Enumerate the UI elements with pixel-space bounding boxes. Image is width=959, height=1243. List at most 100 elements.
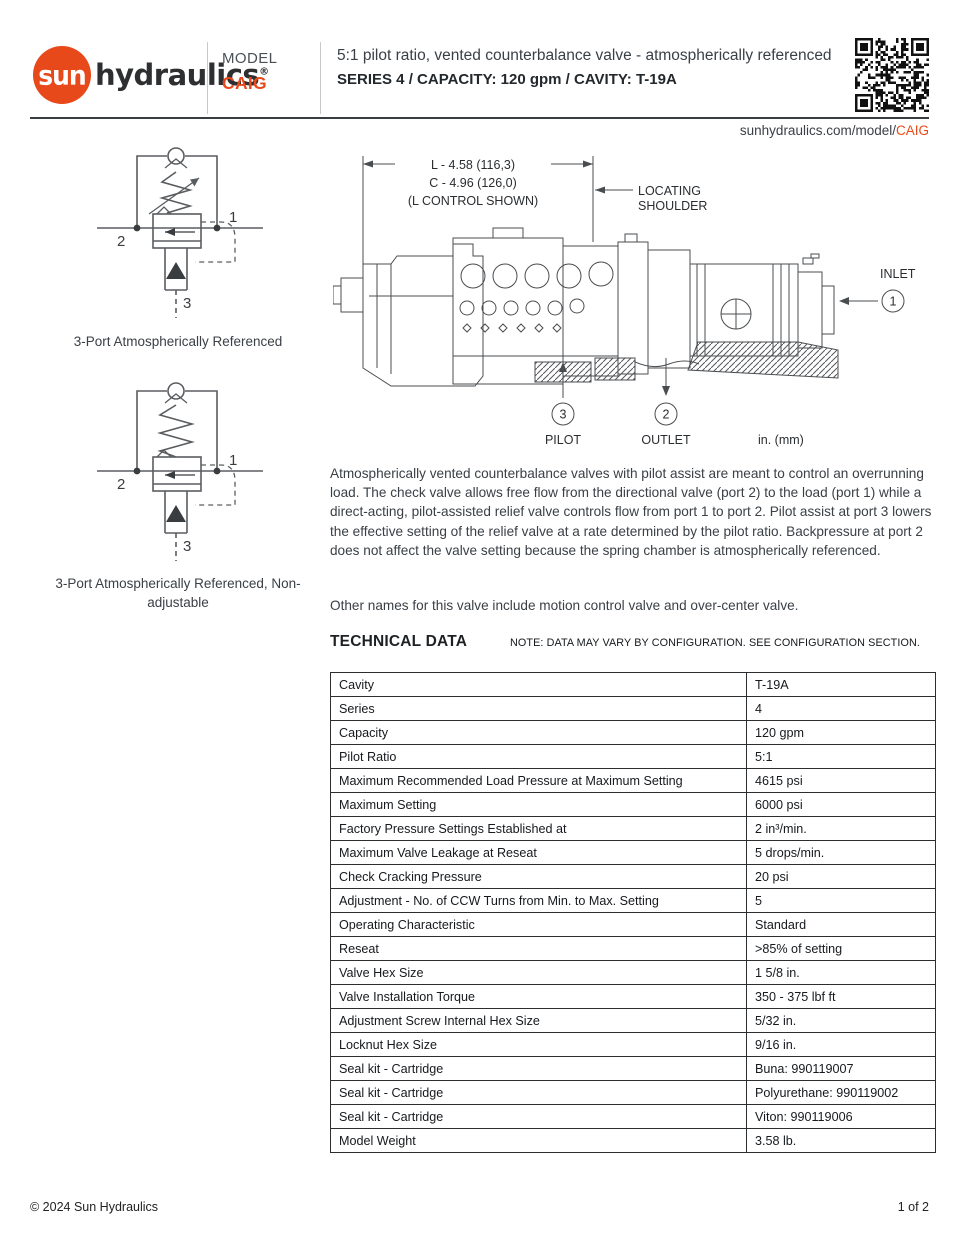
spec-value: 5:1 — [746, 744, 936, 769]
spec-value: 5 drops/min. — [746, 840, 936, 865]
port-1-label: 1 — [229, 209, 237, 226]
model-label: MODEL — [222, 50, 278, 67]
dim-l: L - 4.58 (116,3) — [431, 158, 515, 172]
spec-value: 9/16 in. — [746, 1032, 936, 1057]
copyright: © 2024 Sun Hydraulics — [30, 1200, 159, 1214]
pilot-port-number: 1 — [890, 295, 897, 309]
header-divider-2 — [320, 42, 321, 114]
port-2-label: 2 — [117, 476, 125, 493]
spec-label: Seal kit - Cartridge — [330, 1104, 747, 1129]
inlet-label: INLET — [880, 267, 916, 281]
spec-value: 4 — [746, 696, 936, 721]
spec-value: 350 - 375 lbf ft — [746, 984, 936, 1009]
model-url-link[interactable]: sunhydraulics.com/model/CAIG — [740, 123, 929, 138]
table-row: Reseat>85% of setting — [330, 936, 936, 961]
spec-value: >85% of setting — [746, 936, 936, 961]
qr-modules — [855, 38, 929, 112]
port-3-label: 3 — [183, 295, 191, 312]
schematic-2-caption: 3-Port Atmospherically Referenced, Non- … — [28, 575, 328, 613]
spec-value: 20 psi — [746, 864, 936, 889]
sun-logo-circle-icon: sun — [33, 46, 91, 104]
spec-value: 120 gpm — [746, 720, 936, 745]
spec-label: Adjustment - No. of CCW Turns from Min. … — [330, 888, 747, 913]
model-block: MODEL CAIG — [222, 50, 277, 94]
outlet-port-number: 2 — [663, 408, 670, 422]
page-number: 1 of 2 — [897, 1200, 929, 1214]
registered-mark: ® — [259, 66, 269, 78]
spec-label: Maximum Setting — [330, 792, 747, 817]
spec-label: Adjustment Screw Internal Hex Size — [330, 1008, 747, 1033]
series-capacity-cavity: SERIES 4 / CAPACITY: 120 gpm / CAVITY: T… — [337, 70, 677, 88]
technical-data-heading: TECHNICAL DATA — [330, 633, 468, 650]
spec-label: Locknut Hex Size — [330, 1032, 747, 1057]
other-names-paragraph: Other names for this valve include motio… — [330, 598, 799, 613]
spec-label: Seal kit - Cartridge — [330, 1056, 747, 1081]
pilot-label: PILOT — [545, 433, 581, 447]
spec-value: 1 5/8 in. — [746, 960, 936, 985]
url-prefix: sunhydraulics.com/model/ — [739, 123, 896, 138]
sun-hydraulics-logo: sun hydraulics® — [33, 46, 269, 104]
spec-label: Valve Hex Size — [330, 960, 747, 985]
spec-value: 3.58 lb. — [746, 1128, 936, 1153]
pilot-port-balloon — [551, 402, 575, 426]
spec-label: Operating Characteristic — [330, 912, 747, 937]
spring-icon — [159, 171, 193, 214]
valve-body — [152, 456, 202, 492]
spec-value: 5/32 in. — [746, 1008, 936, 1033]
port-2-label: 2 — [117, 233, 125, 250]
inlet-port-balloon — [881, 289, 905, 313]
valve-body — [152, 213, 202, 249]
schematic-adjustable: 2 1 3 — [45, 142, 315, 332]
spec-value: 6000 psi — [746, 792, 936, 817]
page-title: 5:1 pilot ratio, vented counterbalance v… — [337, 47, 832, 64]
caption-line-2: adjustable — [147, 594, 209, 610]
pilot-dashed-line — [195, 464, 236, 506]
spec-label: Maximum Valve Leakage at Reseat — [330, 840, 747, 865]
logo-hydraulics-text: hydraulics® — [95, 58, 269, 92]
locating-shoulder-label-2: SHOULDER — [638, 199, 707, 213]
logo-hydraulics-word: hydraulics — [95, 58, 260, 92]
document-title-block: 5:1 pilot ratio, vented counterbalance v… — [337, 46, 842, 88]
table-row: Maximum Recommended Load Pressure at Max… — [330, 768, 936, 793]
pilot-triangle-icon — [166, 505, 186, 522]
spring-icon — [157, 404, 195, 458]
port-3-label: 3 — [183, 538, 191, 555]
model-code: CAIG — [222, 73, 267, 93]
spec-value: Polyurethane: 990119002 — [746, 1080, 936, 1105]
pilot-triangle-icon — [166, 262, 186, 279]
schematic-non-adjustable: 2 1 3 — [45, 375, 315, 575]
check-valve-icon — [167, 382, 185, 400]
spec-value: 4615 psi — [746, 768, 936, 793]
dim-c: C - 4.96 (126,0) — [429, 176, 517, 190]
spec-value: Viton: 990119006 — [746, 1104, 936, 1129]
locating-shoulder-label-1: LOCATING — [638, 184, 701, 198]
url-model: CAIG — [895, 123, 929, 138]
spec-label: Cavity — [330, 672, 747, 697]
spec-value: T-19A — [746, 672, 936, 697]
spec-label: Model Weight — [330, 1128, 747, 1153]
logo-sun-text: sun — [38, 59, 86, 91]
spec-label: Valve Installation Torque — [330, 984, 747, 1009]
table-row: Adjustment - No. of CCW Turns from Min. … — [330, 888, 936, 913]
spec-label: Pilot Ratio — [330, 744, 747, 769]
port-1-label: 1 — [229, 452, 237, 469]
pilot-dashed-line — [195, 221, 236, 263]
header-rule — [30, 117, 929, 119]
spec-label: Check Cracking Pressure — [330, 864, 747, 889]
inlet-port-number: 3 — [560, 408, 567, 422]
spec-label: Seal kit - Cartridge — [330, 1080, 747, 1105]
spec-label: Series — [330, 696, 747, 721]
